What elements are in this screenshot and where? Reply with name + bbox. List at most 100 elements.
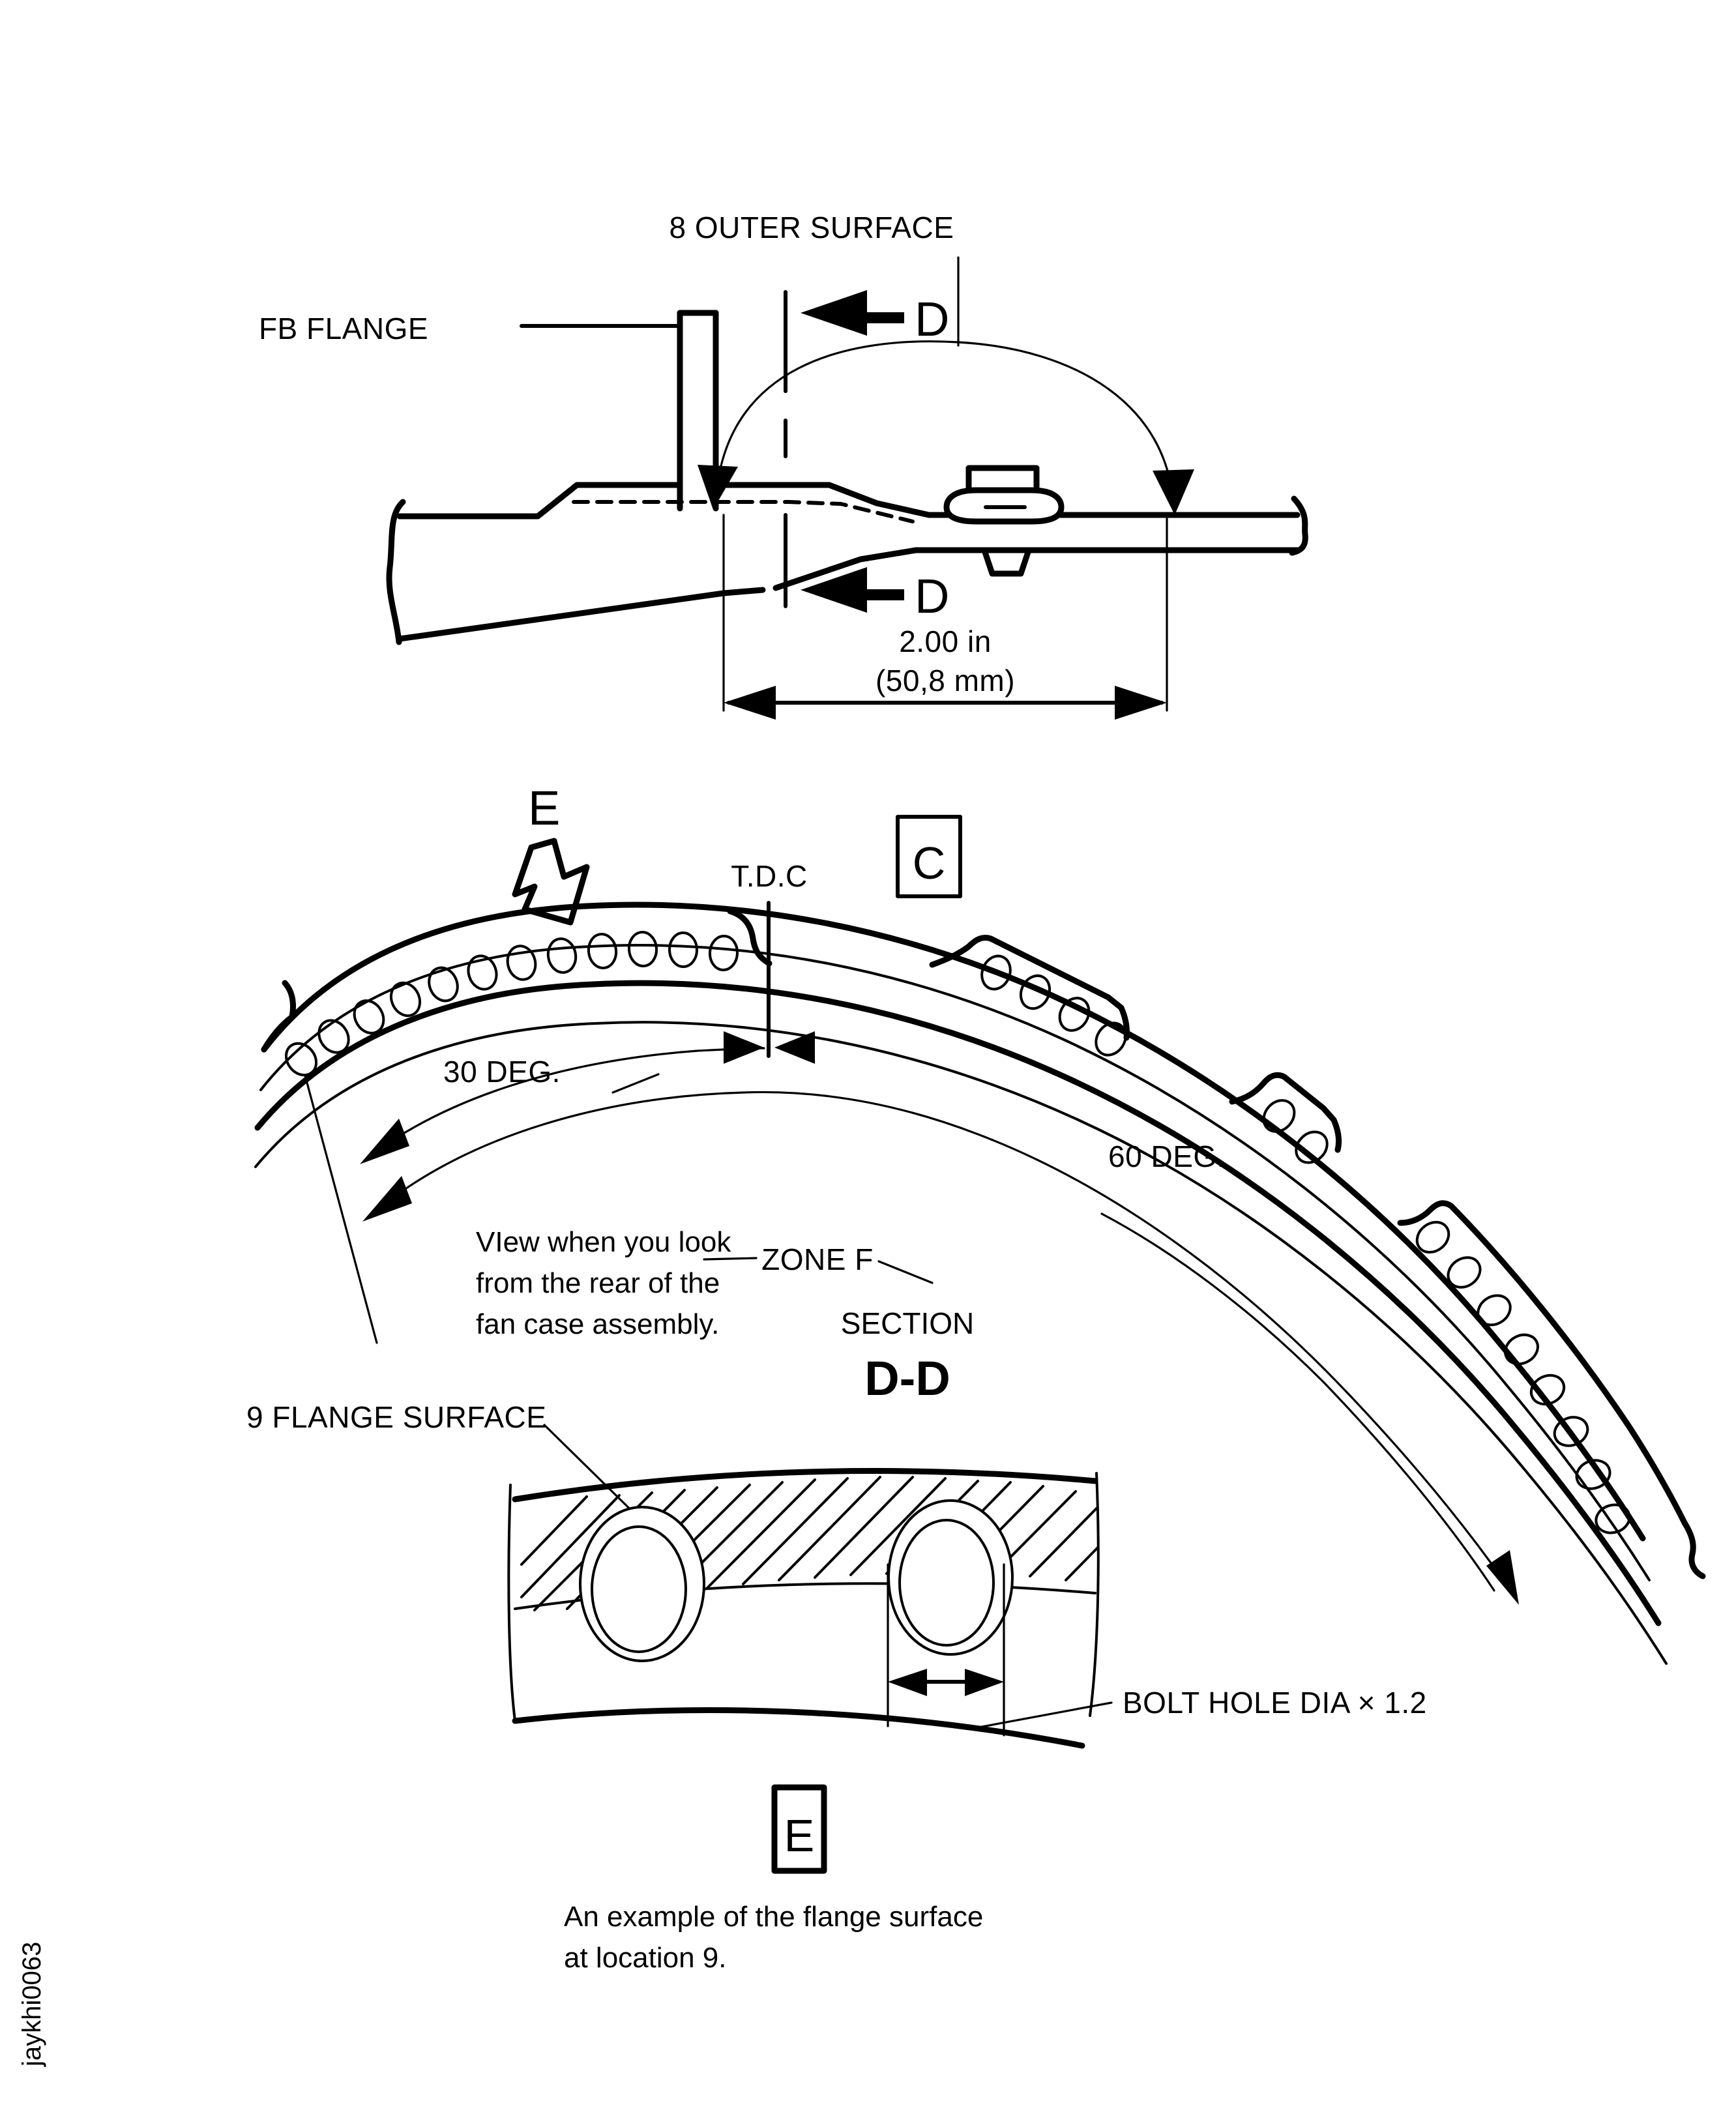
- bolt-hole: [1447, 1256, 1482, 1289]
- label-tdc: T.D.C: [731, 859, 808, 893]
- bolt-hole: [1262, 1099, 1296, 1133]
- dim-arc-30deg-arrow-left: [360, 1119, 409, 1164]
- flange-strip-right-edge: [1089, 1472, 1100, 1717]
- label-60-deg: 60 DEG.: [1108, 1139, 1226, 1173]
- bolt-hole: [980, 954, 1012, 991]
- dimension-inch: 2.00 in: [899, 624, 992, 658]
- bolt-hole-group-right-1: [980, 954, 1127, 1057]
- nut-underside: [981, 547, 1032, 577]
- bolt-hole: [1477, 1294, 1512, 1327]
- dim-arrow-left: [724, 686, 776, 720]
- arc-case-wall-inner: [254, 1021, 1668, 1665]
- bolt-hole: [317, 1019, 350, 1054]
- bolt-hole: [546, 937, 578, 974]
- bolt-hole: [1415, 1220, 1450, 1254]
- view-arrow-e: [512, 838, 590, 926]
- view-note-line-2: from the rear of the: [476, 1267, 720, 1299]
- dim-arrow-hole-left: [888, 1669, 927, 1696]
- section-word: SECTION: [841, 1306, 974, 1340]
- arc-outer-edge: [261, 902, 1646, 1542]
- label-30-deg: 30 DEG.: [443, 1055, 561, 1089]
- casing-lower-right: [772, 547, 1301, 591]
- label-outer-surface: 8 OUTER SURFACE: [669, 211, 954, 244]
- bolt-hole: [353, 999, 385, 1034]
- bolt-hole: [506, 945, 537, 981]
- dim-arc-60deg-arrow-right: [1486, 1550, 1519, 1605]
- section-dd-arc-view: [254, 815, 1706, 1665]
- bolt-hole: [1595, 1503, 1631, 1534]
- hidden-line: [572, 500, 915, 523]
- outer-surface-arc: [714, 340, 1175, 506]
- label-bolt-hole-dia: BOLT HOLE DIA × 1.2: [1123, 1686, 1427, 1720]
- dim-arrow-hole-right: [965, 1669, 1004, 1696]
- arc-case-wall-outer: [254, 980, 1662, 1626]
- bolt-hole: [1295, 1130, 1329, 1164]
- plate-bottom-edge: [512, 1707, 1085, 1749]
- bolt-hole-group-upper-left: [284, 931, 739, 1077]
- lug-r3-start: [1397, 1200, 1454, 1226]
- detail-flag-c-box: [896, 815, 962, 898]
- top-cross-section-view: [386, 256, 1308, 720]
- bolt-hole: [1553, 1416, 1589, 1447]
- dim-arc-60deg-arrow-left: [362, 1176, 412, 1222]
- bolt-hole: [668, 931, 699, 968]
- dimension-mm: (50,8 mm): [875, 664, 1015, 697]
- bolt-hole-right: [898, 1519, 995, 1647]
- section-arrow-head-bottom: [801, 567, 867, 613]
- label-flange-surface: 9 FLANGE SURFACE: [246, 1400, 546, 1434]
- leader-view-note: [304, 1074, 378, 1344]
- view-note-line-3: fan case assembly.: [476, 1308, 719, 1340]
- lug-r1-outline: [988, 935, 1130, 1041]
- arc-flange-inner: [259, 944, 1651, 1581]
- bolt-hole: [627, 931, 658, 967]
- bolt-hole: [1504, 1333, 1539, 1366]
- leader-bolt-hole-label: [970, 1701, 1113, 1730]
- bolt-hole-group-right-2: [1262, 1099, 1329, 1164]
- detail-flag-e-label: E: [784, 1810, 815, 1861]
- bolt-hole: [1575, 1459, 1611, 1490]
- leader-30deg: [611, 1073, 660, 1094]
- bolt-hole: [1019, 974, 1052, 1010]
- bolt-hole: [1095, 1021, 1127, 1057]
- bolt-hole: [284, 1042, 318, 1077]
- section-arrow-tail-top: [864, 312, 904, 323]
- bolt-hole-group-right-3: [1415, 1220, 1631, 1534]
- dim-arrow-right: [1115, 686, 1167, 720]
- drawing-id: jaykhi0063: [18, 1942, 46, 2067]
- lug-r3-outline: [1448, 1203, 1688, 1526]
- lug-end-left: [261, 980, 297, 1053]
- outer-surface-arrow-right: [1153, 469, 1194, 515]
- section-name: D-D: [864, 1351, 950, 1405]
- label-fb-flange: FB FLANGE: [259, 312, 428, 345]
- lug-r2-outline: [1229, 1072, 1342, 1153]
- section-arrow-tail-bottom: [864, 589, 904, 600]
- section-arrow-label-bottom: D: [915, 569, 949, 623]
- detail-flag-e-box: [771, 1784, 827, 1874]
- lug-r3-end: [1681, 1519, 1706, 1579]
- bolt-hole: [587, 933, 618, 969]
- bolt-hole: [389, 981, 422, 1018]
- break-line-left: [386, 499, 406, 645]
- dim-arc-30deg: [372, 1047, 765, 1155]
- break-line-right: [1289, 495, 1308, 556]
- detail-e-view: [507, 1424, 1113, 1874]
- bolt-hole: [428, 966, 459, 1003]
- bolt-hole: [1058, 997, 1091, 1032]
- dim-arc-60deg-leader-tail: [1100, 1212, 1495, 1592]
- caption-line-1: An example of the flange surface: [564, 1901, 983, 1933]
- casing-upper-step-left: [396, 482, 683, 520]
- bolt-hole-left: [591, 1525, 687, 1653]
- bolt-hole: [467, 954, 498, 991]
- label-zone-f: ZONE F: [761, 1242, 874, 1276]
- section-arrow-label-top: D: [915, 292, 949, 346]
- flange-strip-left-edge: [507, 1484, 516, 1722]
- lug-end-right-upper: [727, 908, 772, 967]
- leader-zonef-left: [703, 1257, 758, 1261]
- bolt-hole: [708, 935, 739, 971]
- view-note-line-1: VIew when you look: [476, 1226, 731, 1258]
- caption-line-2: at location 9.: [564, 1942, 727, 1974]
- section-arrow-head-top: [801, 290, 867, 336]
- dim-arc-30deg-arrow-right: [724, 1031, 764, 1064]
